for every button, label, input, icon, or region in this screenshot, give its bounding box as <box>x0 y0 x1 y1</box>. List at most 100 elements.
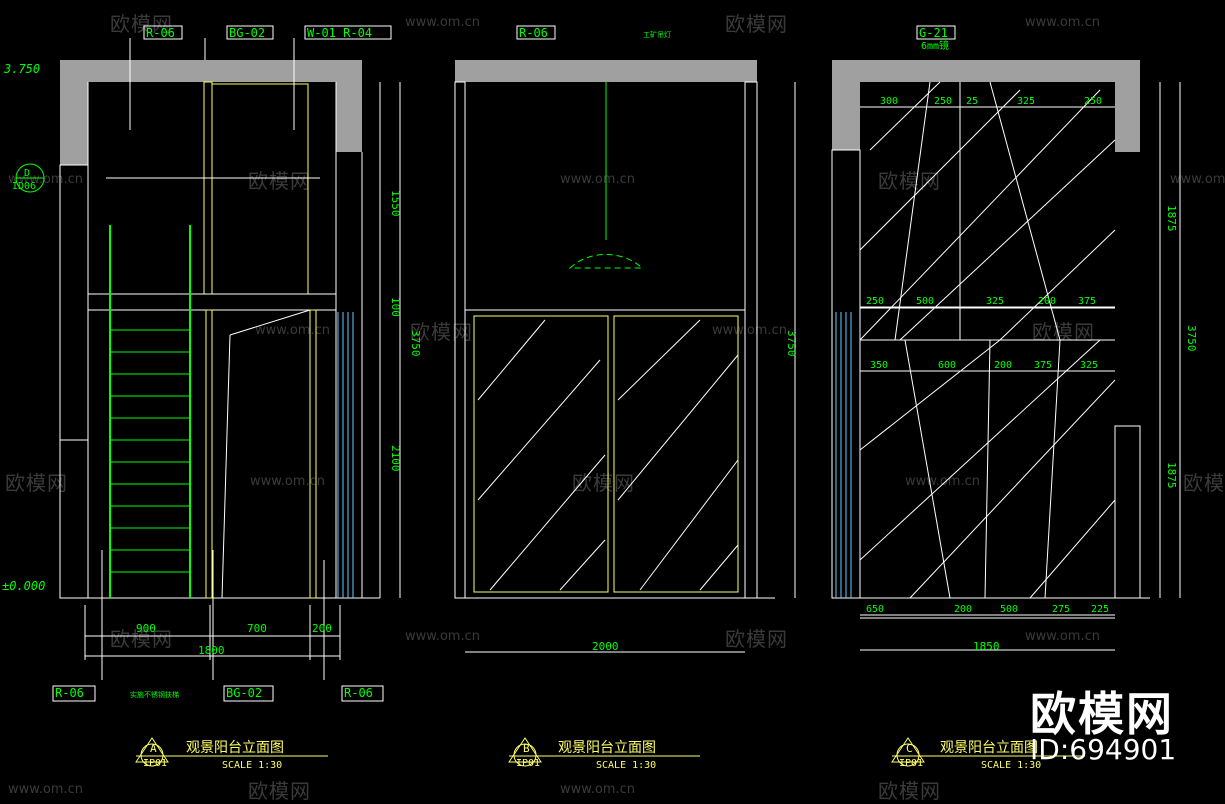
elev-b-total-h: 3750 <box>785 330 798 357</box>
elev-a-mezzanine-slab <box>87 293 337 311</box>
elev-c-bottom-dim: 200 <box>954 604 972 615</box>
watermark-url: www.om.cn <box>405 629 480 644</box>
watermark-brand: 欧模网 <box>725 627 788 651</box>
watermark-url: www.om.cn <box>250 474 325 489</box>
elev-b-ceiling <box>455 60 757 82</box>
elev-a-marker-circle <box>140 743 164 767</box>
elev-b-total-w: 2000 <box>592 640 619 653</box>
elev-c-mid-dim-2: 350 <box>870 360 888 371</box>
elev-c-mirror-hatch <box>859 339 1001 451</box>
elev-b-glass-hatch <box>477 359 601 501</box>
elev-a-post-upper <box>203 81 213 295</box>
elev-c-mirror-panel-line <box>984 339 991 599</box>
elev-c-mirror-hatch <box>899 139 1116 341</box>
elev-c-tag-sub: 6mm镜 <box>921 39 949 52</box>
elev-a-note: 实施不锈钢扶梯 <box>130 690 179 699</box>
elev-a-bottom-tag-3: R-06 <box>344 686 373 700</box>
elev-b-marker-sheet: IP01 <box>516 758 540 769</box>
elev-a-post-lower <box>205 309 213 599</box>
elev-c-mirror-hatch <box>859 89 1021 251</box>
elev-a-dim-h-3: 200 <box>312 622 332 635</box>
elev-b-glass-hatch <box>489 454 606 591</box>
elev-c-mid-dim-1: 325 <box>986 296 1004 307</box>
elev-b-glass-hatch <box>477 319 546 401</box>
elev-a-door-top <box>229 309 311 336</box>
watermark-brand: 欧模网 <box>248 779 311 803</box>
elev-b-glass-hatch <box>617 319 701 401</box>
elev-a-tag-box <box>223 685 274 702</box>
watermark-brand: 欧模网 <box>410 320 473 344</box>
elev-a-tag-2: BG-02 <box>229 26 265 40</box>
elev-c-bottom-dim: 500 <box>1000 604 1018 615</box>
elev-a-dim-h-2: 700 <box>247 622 267 635</box>
elev-a-tag-box <box>226 25 274 40</box>
watermark-url: www.om.cn <box>1025 629 1100 644</box>
watermark-brand: 欧模网 <box>572 471 635 495</box>
elev-b-glass-hatch <box>617 354 739 501</box>
elev-b-scale: SCALE 1:30 <box>596 760 656 771</box>
elev-a-dim-v-3: 2100 <box>389 445 402 472</box>
elev-c-mid-dim-2: 200 <box>994 360 1012 371</box>
watermark-brand: 欧模网 <box>725 12 788 36</box>
elev-c-mirror-hatch <box>1029 499 1116 599</box>
elev-c-marker-letter: C <box>906 742 913 755</box>
elev-c-title: 观景阳台立面图 <box>940 740 1038 756</box>
level-mark-top: 3.750 <box>3 62 40 76</box>
elev-a-dim-v-1: 1550 <box>389 190 402 217</box>
watermark-brand: 欧模网 <box>248 169 311 193</box>
elev-c-top-dim: 300 <box>880 96 898 107</box>
elev-c-top-dim: 25 <box>966 96 978 107</box>
section-marker-ref: ID06 <box>12 181 36 192</box>
elev-c-bottom-dim: 225 <box>1091 604 1109 615</box>
watermark-url: www.om.cn <box>1025 15 1100 30</box>
watermark-url: www.om.cn <box>255 323 330 338</box>
elev-a-tag-3: W-01 R-04 <box>307 26 372 40</box>
level-mark-bottom: ±0.000 <box>2 579 45 593</box>
elev-b-lamp-note: 工矿吊灯 <box>643 30 671 39</box>
elev-c-mirror-hatch <box>869 81 941 151</box>
elev-c-mid-dim-1: 375 <box>1078 296 1096 307</box>
elev-a-bottom-tag-2: BG-02 <box>226 686 262 700</box>
brand-logo-text: 欧模网 <box>1030 687 1174 741</box>
elev-c-total-w: 1850 <box>973 640 1000 653</box>
elev-c-mid-dim-2: 375 <box>1034 360 1052 371</box>
elev-a-dim-h-1: 900 <box>136 622 156 635</box>
elev-a-total-w: 1800 <box>198 644 225 657</box>
elev-c-mirror-hatch <box>999 229 1116 341</box>
elev-a-tag-box <box>143 25 183 40</box>
elev-b-door-right <box>613 315 739 593</box>
elev-c-right-wall-lower <box>1114 425 1141 599</box>
elev-b-lamp-shade <box>568 254 644 269</box>
elev-c-ceiling-wall <box>832 60 1140 152</box>
elev-b-title: 观景阳台立面图 <box>558 740 656 756</box>
elev-c-mid-dim-1: 200 <box>1038 296 1056 307</box>
elev-c-mirror-panel-line <box>989 81 1061 341</box>
elev-a-tag-box <box>304 25 392 40</box>
elev-b-tag-box <box>516 25 556 40</box>
elev-a-tag-1: R-06 <box>146 26 175 40</box>
watermark-brand: 欧模网 <box>110 12 173 36</box>
elev-c-dim-v-2: 1875 <box>1165 462 1178 489</box>
elev-b-left-wall <box>454 81 466 599</box>
elev-a-dim-v-2: 100 <box>389 297 402 317</box>
elev-a-post-lower-right <box>309 309 317 599</box>
elev-a-bottom-tag-1: R-06 <box>55 686 84 700</box>
elev-c-mirror-hatch <box>859 89 1101 341</box>
watermark-url: www.om.cn <box>8 782 83 797</box>
elev-c-bottom-dim: 650 <box>866 604 884 615</box>
elev-a-title: 观景阳台立面图 <box>186 740 284 756</box>
watermark-url: www.om.cn <box>905 474 980 489</box>
section-marker-num: D <box>24 168 30 179</box>
elev-c-marker-triangle <box>891 737 925 763</box>
elev-a-marker-sheet: IP01 <box>143 758 167 769</box>
watermark-brand: 欧模网 <box>5 471 68 495</box>
elev-a-door-edge <box>221 334 231 599</box>
elev-b-door-left <box>473 315 609 593</box>
elev-b-tag: R-06 <box>519 26 548 40</box>
elev-a-tag-box <box>341 685 384 702</box>
watermark-url: www.om.cn <box>405 15 480 30</box>
elev-c-total-h: 3750 <box>1185 325 1198 352</box>
elev-a-total-h: 3750 <box>409 330 422 357</box>
watermark-brand: 欧模网 <box>878 779 941 803</box>
elev-b-right-wall <box>744 81 758 599</box>
